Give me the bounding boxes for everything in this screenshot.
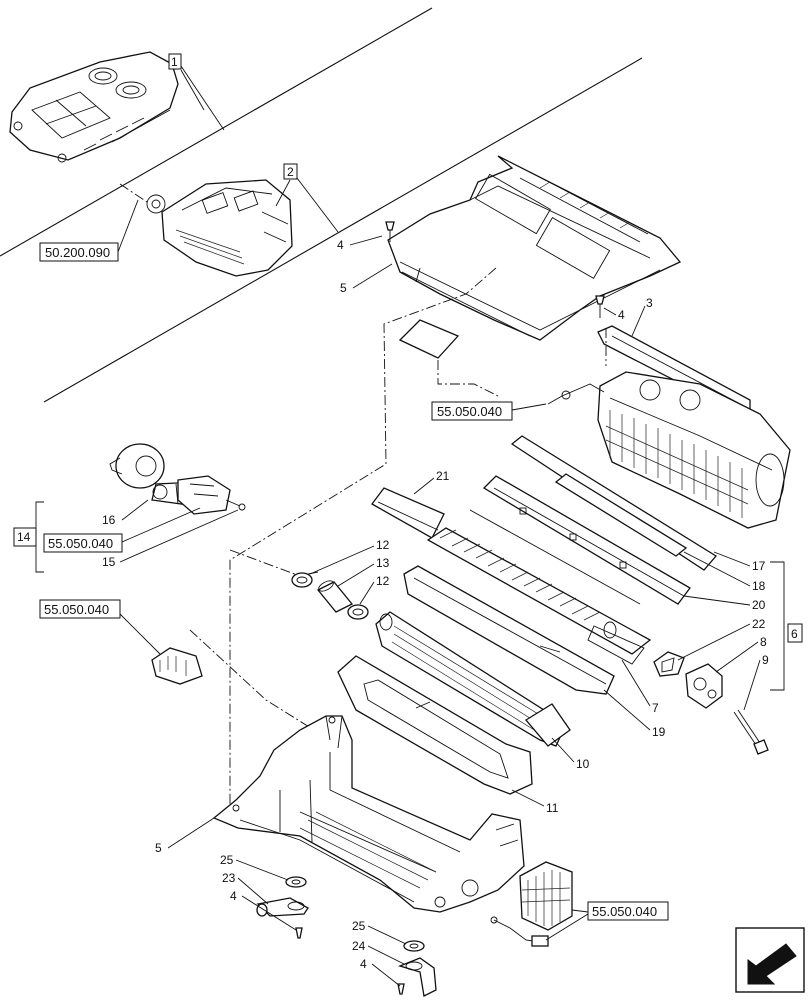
evaporator-core xyxy=(375,611,571,747)
divider-line-top xyxy=(0,7,433,257)
callout-14: 14 xyxy=(17,530,31,544)
ref-box-resistor xyxy=(587,901,669,921)
callout-25-right: 25 xyxy=(352,919,366,933)
hvac-module-assembly xyxy=(146,179,293,277)
ref-box-50-200-090 xyxy=(39,242,119,262)
ref-box-evaporator xyxy=(431,401,513,421)
callout-19: 19 xyxy=(652,725,666,739)
air-deflector-20 xyxy=(482,475,691,605)
callout-22: 22 xyxy=(752,617,766,631)
wire-harness-plug xyxy=(490,916,549,947)
ref-sensor: 55.050.040 xyxy=(48,536,113,551)
callout-12-bottom: 12 xyxy=(376,574,390,588)
callout-13: 13 xyxy=(376,556,390,570)
washer-25-right xyxy=(403,940,425,952)
callout-4-right: 4 xyxy=(618,308,625,322)
callout-16: 16 xyxy=(102,513,116,527)
ref-50-200-090: 50.200.090 xyxy=(45,245,110,260)
hose-clamp-upper xyxy=(291,571,319,588)
callout-1: 1 xyxy=(171,55,178,69)
roof-unit-assembly xyxy=(9,51,179,163)
next-page-arrow-icon[interactable] xyxy=(735,927,805,993)
callout-11: 11 xyxy=(546,801,559,815)
callout-box-6 xyxy=(787,623,803,643)
seal-line xyxy=(469,509,641,605)
callout-12-top: 12 xyxy=(376,538,390,552)
ref-box-connector xyxy=(39,599,121,619)
divider-line-bottom xyxy=(43,57,643,403)
callout-8: 8 xyxy=(760,635,767,649)
callout-box-2 xyxy=(283,163,298,180)
bracket-6 xyxy=(770,561,785,691)
drain-hose xyxy=(316,580,354,613)
foam-seal-22 xyxy=(653,651,685,677)
upper-housing xyxy=(387,155,682,341)
callout-5-top: 5 xyxy=(340,281,347,295)
screw-left xyxy=(295,927,303,939)
foam-strip xyxy=(371,487,445,539)
dashed-guide-filter xyxy=(437,360,499,397)
callout-4-top: 4 xyxy=(337,238,344,252)
callout-21: 21 xyxy=(436,469,450,483)
callout-5-bottom: 5 xyxy=(155,841,162,855)
blower-resistor-pack xyxy=(519,861,573,931)
ref-box-sensor xyxy=(43,533,123,553)
ref-resistor: 55.050.040 xyxy=(592,904,657,919)
heater-core xyxy=(426,527,652,665)
callout-15: 15 xyxy=(102,555,116,569)
foam-frame xyxy=(337,655,533,795)
blower-housing xyxy=(403,565,615,695)
callout-6: 6 xyxy=(791,627,798,641)
seal-strip-18 xyxy=(554,473,688,557)
callout-24: 24 xyxy=(352,939,366,953)
callout-3: 3 xyxy=(646,296,653,310)
filter-pad xyxy=(398,319,460,359)
leader-1 xyxy=(180,65,225,131)
callout-18: 18 xyxy=(752,579,766,593)
callout-10: 10 xyxy=(576,757,590,771)
bracket-14 xyxy=(35,501,44,573)
callout-4-bottom: 4 xyxy=(360,957,367,971)
callout-25-left: 25 xyxy=(220,853,234,867)
callout-4-left: 4 xyxy=(230,889,237,903)
callout-7: 7 xyxy=(652,701,659,715)
drain-fitting-24 xyxy=(398,957,437,997)
callout-9: 9 xyxy=(762,653,769,667)
ref-evaporator: 55.050.040 xyxy=(437,404,502,419)
evaporator-blower-unit xyxy=(597,371,791,529)
ref-connector: 55.050.040 xyxy=(44,602,109,617)
bolt xyxy=(733,709,769,755)
callout-box-14 xyxy=(13,527,37,547)
screw-right xyxy=(397,983,405,995)
callout-2: 2 xyxy=(287,165,294,179)
washer-25-left xyxy=(285,876,307,888)
callout-box-1 xyxy=(168,53,182,70)
lower-housing xyxy=(212,715,525,913)
callout-23: 23 xyxy=(222,871,236,885)
hose-clamp-lower xyxy=(347,604,369,620)
callout-20: 20 xyxy=(752,598,766,612)
electrical-connector xyxy=(151,647,203,685)
callout-17: 17 xyxy=(752,559,766,573)
actuator-motor xyxy=(177,475,246,515)
expansion-valve xyxy=(685,663,723,709)
dashed-guide-main xyxy=(229,267,497,810)
